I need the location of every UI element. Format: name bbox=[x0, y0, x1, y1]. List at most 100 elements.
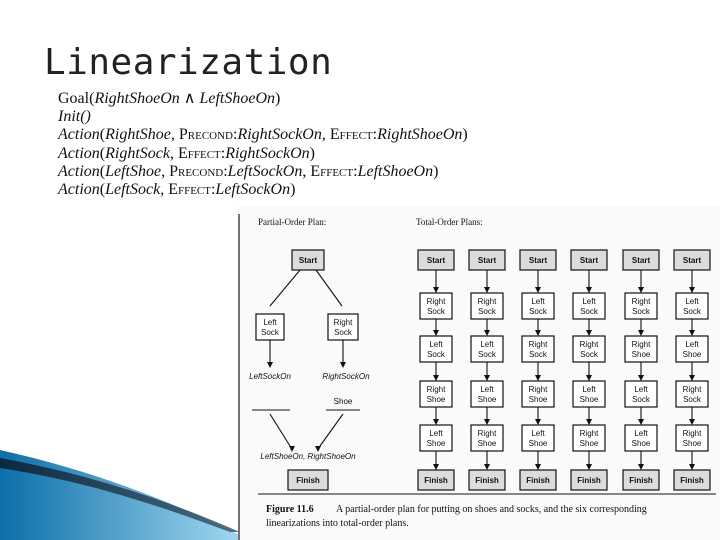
node-label: Left bbox=[634, 385, 648, 394]
node-label: Left bbox=[480, 385, 494, 394]
start-node: Start bbox=[417, 249, 455, 271]
action-keyword: Action bbox=[58, 144, 100, 162]
arrow-head bbox=[433, 287, 439, 293]
arrow-head bbox=[433, 330, 439, 336]
arrow-head bbox=[638, 375, 644, 381]
node-label: Right bbox=[683, 385, 702, 394]
node-box bbox=[417, 469, 455, 491]
action-name: RightShoe bbox=[105, 126, 171, 144]
node-label: Sock bbox=[580, 307, 599, 316]
node-label: Sock bbox=[334, 328, 353, 337]
node-box bbox=[419, 335, 453, 363]
finish-node: Finish bbox=[570, 469, 608, 491]
plan-figure: Partial-Order Plan: Total-Order Plans: S… bbox=[238, 206, 720, 540]
node-box bbox=[572, 380, 606, 408]
node-label: Right bbox=[427, 297, 446, 306]
effect-label: Effect: bbox=[310, 162, 358, 180]
paren-open: ( bbox=[89, 90, 95, 107]
node-label: Finish bbox=[680, 476, 704, 485]
node-label: Sock bbox=[529, 350, 548, 359]
node-label: Left bbox=[263, 318, 277, 327]
action-keyword: Action bbox=[58, 181, 100, 199]
node-label: Right bbox=[478, 297, 497, 306]
node-box bbox=[572, 335, 606, 363]
node-label: Finish bbox=[475, 476, 499, 485]
node-box bbox=[470, 424, 504, 452]
node-label: Finish bbox=[296, 476, 320, 485]
node-label: Left bbox=[480, 340, 494, 349]
total-order-plan-column: StartLeftSockRightSockLeftShoeRightShoeF… bbox=[570, 249, 608, 491]
node-label: Finish bbox=[629, 476, 653, 485]
node-box bbox=[419, 424, 453, 452]
node-box bbox=[675, 335, 709, 363]
action-node: LeftShoe bbox=[419, 424, 453, 452]
node-label: Left bbox=[582, 385, 596, 394]
arrow-head bbox=[433, 419, 439, 425]
arrow-head bbox=[586, 419, 592, 425]
arrow-head bbox=[535, 330, 541, 336]
node-box bbox=[622, 469, 660, 491]
node-label: Right bbox=[427, 385, 446, 394]
node-label: Left bbox=[429, 429, 443, 438]
action-node: LeftSock bbox=[675, 292, 709, 320]
precond-value: LeftSockOn bbox=[227, 162, 303, 180]
start-node: Start bbox=[519, 249, 557, 271]
node-label: Shoe bbox=[478, 395, 497, 404]
node-label: Shoe bbox=[683, 350, 702, 359]
node-box bbox=[327, 313, 359, 341]
paren-close: ) bbox=[275, 90, 281, 107]
arrow-head bbox=[586, 330, 592, 336]
arrow-head bbox=[484, 464, 490, 470]
partial-plan-header: Partial-Order Plan: bbox=[258, 217, 326, 227]
node-label: Right bbox=[632, 340, 651, 349]
action-node: RightSock bbox=[419, 292, 453, 320]
action-node: LeftSock bbox=[419, 335, 453, 363]
start-node: Start bbox=[570, 249, 608, 271]
left-sock-on-label: LeftSockOn bbox=[249, 372, 291, 381]
arrow-head bbox=[289, 446, 295, 452]
node-label: Sock bbox=[478, 307, 497, 316]
node-box bbox=[468, 469, 506, 491]
node-label: Left bbox=[429, 340, 443, 349]
finish-conditions-label: LeftShoeOn, RightShoeOn bbox=[260, 452, 356, 461]
node-label: Sock bbox=[683, 395, 702, 404]
arrow-head bbox=[433, 375, 439, 381]
arrow-head bbox=[689, 464, 695, 470]
node-label: Sock bbox=[261, 328, 280, 337]
node-label: Left bbox=[531, 429, 545, 438]
shoe-label: Shoe bbox=[334, 397, 353, 406]
right-sock-on-label: RightSockOn bbox=[322, 372, 370, 381]
edge bbox=[269, 413, 291, 447]
node-box bbox=[470, 380, 504, 408]
node-box bbox=[675, 380, 709, 408]
action-node: LeftSock bbox=[624, 380, 658, 408]
arrow-head bbox=[340, 362, 346, 368]
node-box bbox=[519, 469, 557, 491]
node-label: Finish bbox=[424, 476, 448, 485]
precond-label: Precond: bbox=[178, 126, 238, 144]
action-line: Action(LeftShoe, Precond:LeftSockOn, Eff… bbox=[58, 162, 439, 180]
node-label: Shoe bbox=[632, 439, 651, 448]
node-label: Shoe bbox=[632, 350, 651, 359]
precond-label: Precond: bbox=[169, 162, 228, 180]
start-node: Start bbox=[673, 249, 711, 271]
node-label: Right bbox=[529, 385, 548, 394]
effect-label: Effect: bbox=[177, 144, 226, 162]
node-label: Right bbox=[683, 429, 702, 438]
node-label: Sock bbox=[427, 307, 446, 316]
node-label: Right bbox=[334, 318, 353, 327]
action-node: LeftShoe bbox=[675, 335, 709, 363]
node-box bbox=[572, 292, 606, 320]
init-line: Init() bbox=[58, 108, 91, 126]
start-node: Start bbox=[622, 249, 660, 271]
node-label: Right bbox=[632, 297, 651, 306]
node-label: Start bbox=[529, 256, 548, 265]
start-node: Start bbox=[291, 249, 325, 271]
finish-node: Finish bbox=[417, 469, 455, 491]
total-order-plan-column: StartRightSockLeftSockRightShoeLeftShoeF… bbox=[417, 249, 455, 491]
action-node: RightShoe bbox=[419, 380, 453, 408]
node-label: Finish bbox=[526, 476, 550, 485]
arrow-head bbox=[689, 375, 695, 381]
arrow-head bbox=[535, 419, 541, 425]
